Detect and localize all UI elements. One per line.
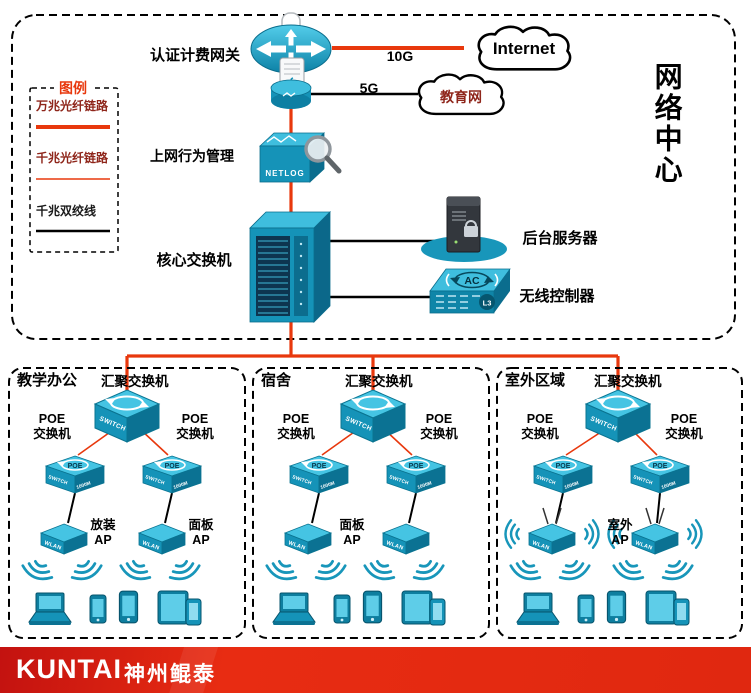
- poe-text: POE: [409, 463, 424, 470]
- wifi-signal-icon: [263, 556, 301, 585]
- tablet-icon: [157, 590, 202, 626]
- zone-box: [252, 367, 490, 639]
- wlan-text: WLAN: [531, 540, 550, 551]
- wifi-signal-icon: [658, 556, 696, 585]
- wifi-signal-icon: [584, 519, 600, 549]
- gig-text: 1000M: [76, 480, 92, 490]
- ap-icon: [284, 523, 332, 555]
- wlan-text: WLAN: [634, 540, 653, 551]
- wlan-text: WLAN: [385, 540, 404, 551]
- tablet-icon: [401, 590, 446, 626]
- wifi-signal-icon: [607, 519, 623, 549]
- poe-switch-icon: [630, 455, 690, 494]
- outdoor-ap-icon: [631, 523, 679, 555]
- network-center-box: [11, 14, 736, 340]
- wlan-text: WLAN: [43, 540, 62, 551]
- antenna-icon: [542, 507, 665, 525]
- poe-switch-icon: [45, 455, 105, 494]
- laptop-icon: [28, 592, 72, 626]
- wifi-signal-icon: [409, 556, 447, 585]
- core-to-zones-trunk: [125, 320, 620, 390]
- brand-logo-en: KUNTAI: [16, 654, 122, 684]
- legend-box: [29, 87, 119, 253]
- ap-icon: [382, 523, 430, 555]
- lock-icon: [464, 220, 478, 237]
- wlan-text: WLAN: [141, 540, 160, 551]
- zone-box: [496, 367, 743, 639]
- wifi-signal-icon: [687, 519, 703, 549]
- poe-switch-icon: [386, 455, 446, 494]
- zone-dormitory: SWITCH POE SWITCH 1000M POE SWITCH 1000M…: [252, 367, 490, 639]
- wifi-signal-icon: [361, 556, 399, 585]
- footer-banner: KUNTAI 神州鲲泰: [0, 647, 751, 693]
- wireless-controller-icon: AC L3: [429, 268, 511, 314]
- poe-text: POE: [556, 463, 571, 470]
- wifi-signal-icon: [555, 556, 593, 585]
- laptop-icon: [516, 592, 560, 626]
- wifi-signal-icon: [117, 556, 155, 585]
- gig-text: 1000M: [661, 480, 677, 490]
- gig-text: 1000M: [417, 480, 433, 490]
- poe-text: POE: [653, 463, 668, 470]
- poe-switch-icon: [533, 455, 593, 494]
- internet-cloud: [477, 25, 572, 71]
- phone-icon: [577, 594, 595, 624]
- wlan-text: WLAN: [287, 540, 306, 551]
- gig-text: 1000M: [564, 480, 580, 490]
- ac-text: AC: [464, 275, 480, 287]
- wifi-signal-icon: [610, 556, 648, 585]
- ap-icon: [40, 523, 88, 555]
- wifi-signal-icon: [165, 556, 203, 585]
- ap-icon: [138, 523, 186, 555]
- poe-text: POE: [165, 463, 180, 470]
- poe-switch-icon: [142, 455, 202, 494]
- phone-icon: [606, 590, 627, 624]
- tablet-icon: [645, 590, 690, 626]
- phone-icon: [89, 594, 107, 624]
- ethernet-link-lines: [555, 492, 661, 524]
- netlog-text: NETLOG: [265, 169, 304, 178]
- edu-cloud: [417, 73, 506, 116]
- gig-text: 1000M: [320, 480, 336, 490]
- wifi-signal-icon: [504, 519, 520, 549]
- phone-icon: [362, 590, 383, 624]
- legend-line-samples: [36, 125, 110, 233]
- ethernet-link-lines: [311, 492, 417, 524]
- auth-gateway-icon: [250, 12, 332, 109]
- wifi-signal-icon: [67, 556, 105, 585]
- ethernet-link-lines: [67, 492, 173, 524]
- phone-icon: [118, 590, 139, 624]
- magnifier-icon: [304, 135, 342, 174]
- wifi-signal-icon: [19, 556, 57, 585]
- zone-outdoor: SWITCH POE SWITCH 1000M POE SWITCH 1000M…: [496, 367, 743, 639]
- poe-text: POE: [68, 463, 83, 470]
- zone-box: [8, 367, 246, 639]
- gig-text: 1000M: [173, 480, 189, 490]
- outdoor-ap-icon: [528, 523, 576, 555]
- zone-teaching-office: SWITCH POE SWITCH 1000M POE SWITCH 1000M…: [8, 367, 246, 639]
- l3-badge-text: L3: [483, 299, 492, 308]
- core-switch-icon: [249, 211, 331, 323]
- connection-lines: [125, 46, 620, 390]
- phone-icon: [333, 594, 351, 624]
- behavior-mgmt-icon: NETLOG: [258, 132, 342, 183]
- laptop-icon: [272, 592, 316, 626]
- brand-logo-cn: 神州鲲泰: [124, 663, 216, 686]
- wifi-signal-icon: [311, 556, 349, 585]
- poe-switch-icon: [289, 455, 349, 494]
- backend-server-icon: [421, 196, 507, 262]
- wifi-signal-icon: [507, 556, 545, 585]
- poe-text: POE: [312, 463, 327, 470]
